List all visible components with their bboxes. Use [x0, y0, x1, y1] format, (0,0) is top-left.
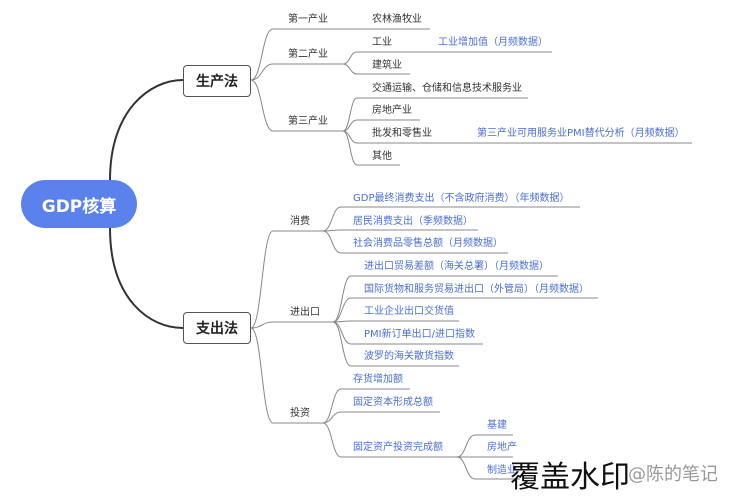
node-secondary-industry[interactable]: 第二产业 — [288, 49, 328, 60]
node-label: 支出法 — [196, 321, 238, 337]
node-primary-industry[interactable]: 第一产业 — [288, 14, 328, 25]
node-infrastructure[interactable]: 基建 — [487, 420, 507, 431]
node-manufacturing[interactable]: 制造业 — [487, 465, 517, 476]
node-label: 生产法 — [196, 74, 238, 90]
node-construction[interactable]: 建筑业 — [372, 60, 402, 71]
node-wholesale-retail[interactable]: 批发和零售业 — [372, 128, 432, 139]
node-production-method[interactable]: 生产法 — [183, 65, 251, 97]
note-industry-value-added[interactable]: 工业增加值（月频数据） — [438, 37, 548, 48]
watermark-credit: @陈的笔记 — [628, 464, 718, 485]
node-export-delivery[interactable]: 工业企业出口交货值 — [364, 306, 454, 317]
node-pmi-orders[interactable]: PMI新订单出口/进口指数 — [364, 329, 475, 340]
node-real-estate[interactable]: 房地产业 — [372, 105, 412, 116]
node-gross-capital[interactable]: 固定资本形成总额 — [353, 397, 433, 408]
watermark: 覆盖水印 — [510, 460, 630, 495]
node-baltic-index[interactable]: 波罗的海关散货指数 — [364, 351, 454, 362]
node-household-consumption[interactable]: 居民消费支出（季频数据） — [353, 216, 473, 227]
node-intl-trade[interactable]: 国际货物和服务贸易进出口（外管局）（月频数据） — [364, 284, 589, 295]
node-expenditure-method[interactable]: 支出法 — [183, 312, 251, 344]
node-trade-balance[interactable]: 进出口贸易差额（海关总署）（月频数据） — [364, 261, 549, 272]
node-fixed-asset-investment[interactable]: 固定资产投资完成额 — [353, 442, 443, 453]
node-investment[interactable]: 投资 — [290, 408, 310, 419]
node-property[interactable]: 房地产 — [487, 442, 517, 453]
note-services-pmi[interactable]: 第三产业可用服务业PMI替代分析（月频数据） — [477, 128, 685, 139]
node-trade[interactable]: 进出口 — [290, 307, 320, 318]
node-final-consumption[interactable]: GDP最终消费支出（不含政府消费）（年频数据） — [353, 193, 570, 204]
node-transport[interactable]: 交通运输、仓储和信息技术服务业 — [372, 83, 522, 94]
root-label: GDP核算 — [41, 196, 117, 217]
node-other[interactable]: 其他 — [372, 151, 392, 162]
root-to-expenditure — [109, 227, 184, 329]
node-agriculture[interactable]: 农林渔牧业 — [372, 14, 422, 25]
node-industry[interactable]: 工业 — [372, 37, 392, 48]
node-tertiary-industry[interactable]: 第三产业 — [288, 116, 328, 127]
node-retail-sales[interactable]: 社会消费品零售总额（月频数据） — [353, 238, 503, 249]
node-inventory-increase[interactable]: 存货增加额 — [353, 374, 403, 385]
root-to-production — [109, 79, 184, 181]
node-consumption[interactable]: 消费 — [290, 216, 310, 227]
root-node[interactable]: GDP核算 — [21, 180, 137, 228]
